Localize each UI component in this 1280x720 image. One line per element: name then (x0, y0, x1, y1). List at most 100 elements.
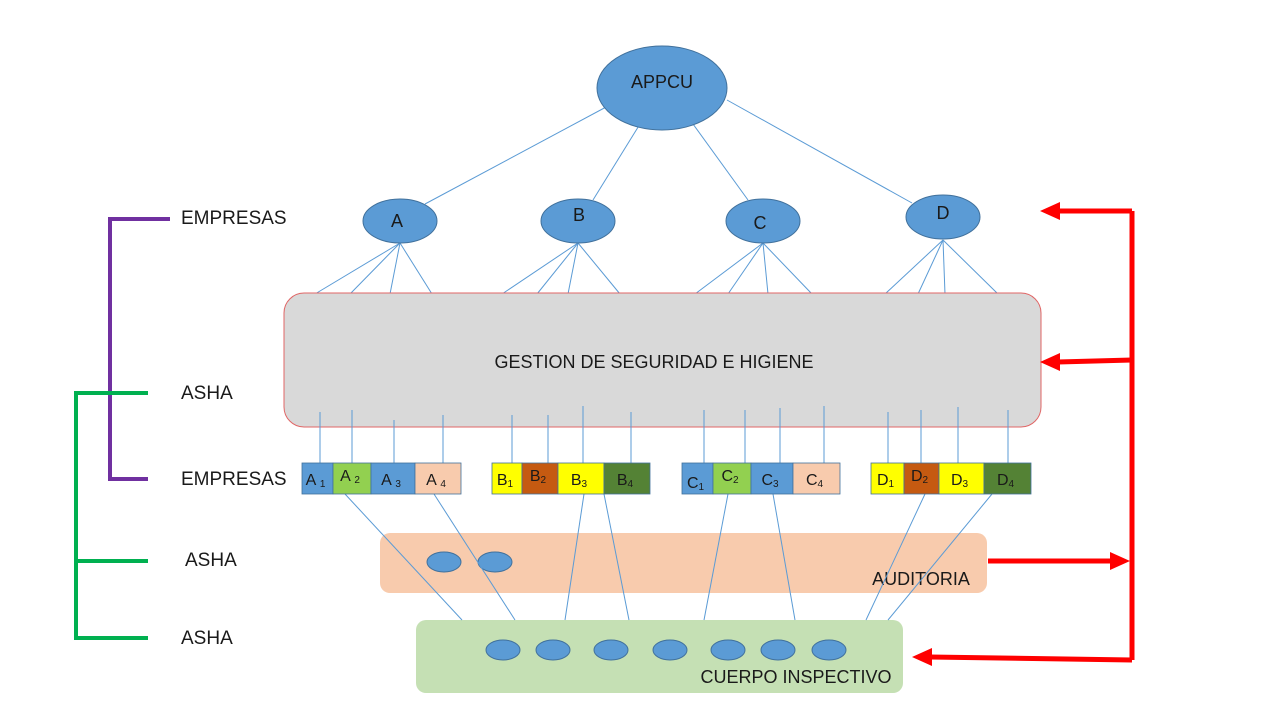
connector-line (762, 242, 769, 295)
cell-box (491, 462, 523, 495)
label-empresas-top: EMPRESAS (181, 208, 287, 229)
company-cell-a2: A 2 (332, 462, 372, 495)
connector-line (314, 242, 401, 295)
arrowhead (1040, 202, 1060, 220)
connector-line (726, 99, 913, 204)
cuerpo-label: CUERPO INSPECTIVO (700, 667, 891, 687)
cell-label: A 3 (381, 472, 401, 490)
connector-line (772, 493, 796, 621)
company-node-b (540, 198, 616, 244)
auditoria-band (380, 533, 987, 593)
company-cell-a3: A 3 (370, 462, 416, 495)
connector-line (424, 105, 609, 205)
cell-label: D3 (951, 472, 969, 490)
cell-box (792, 462, 841, 495)
company-label: B (573, 205, 585, 225)
inspector-node (593, 639, 629, 661)
auditor-node (477, 551, 513, 573)
gestion-box (283, 292, 1042, 428)
connector-line (567, 242, 579, 295)
arrowhead (912, 648, 932, 666)
appcu-node (596, 45, 728, 131)
connector-line (917, 239, 944, 295)
company-node-c (725, 198, 801, 244)
cell-label: A 1 (306, 472, 326, 490)
feedback-arrow-line (929, 654, 1133, 663)
cell-box (750, 462, 794, 495)
connector-line (703, 493, 729, 621)
connector-line (501, 242, 579, 295)
inspector-node (485, 639, 521, 661)
connector-line (592, 123, 641, 201)
company-cell-b1: B1 (491, 462, 523, 495)
connector-line (887, 493, 993, 621)
cell-box (870, 462, 905, 495)
connector-line (884, 239, 944, 295)
connector-line (865, 493, 926, 621)
company-cell-c4: C4 (792, 462, 841, 495)
cell-box (521, 462, 559, 495)
arrowhead (1040, 353, 1060, 371)
inspector-node (710, 639, 746, 661)
connector-line (433, 493, 516, 621)
connector-line (389, 242, 401, 295)
appcu-label: APPCU (631, 72, 693, 92)
auditor-node (426, 551, 462, 573)
company-label: D (937, 203, 950, 223)
cell-box (414, 462, 462, 495)
gestion-label: GESTION DE SEGURIDAD E HIGIENE (494, 352, 813, 372)
company-connectors (314, 239, 999, 295)
company-label: A (391, 211, 403, 231)
root-connectors (424, 99, 913, 205)
cell-box (712, 462, 752, 495)
connector-line (399, 242, 433, 295)
company-cell-b4: B4 (603, 462, 651, 495)
asha-bracket (74, 391, 148, 640)
company-cell-c1: C1 (681, 462, 714, 495)
inspector-node (760, 639, 796, 661)
connector-line (942, 239, 946, 295)
connector-line (694, 242, 764, 295)
company-label: C (754, 213, 767, 233)
arrowheads (912, 202, 1130, 666)
cell-label: B3 (571, 472, 588, 490)
cell-label: D1 (877, 472, 895, 490)
cell-label: B4 (617, 472, 634, 490)
connector-line (344, 493, 463, 621)
arrowhead (1110, 552, 1130, 570)
inspector-node (811, 639, 847, 661)
gestion-cell-connectors (319, 406, 1009, 463)
inspector-node (652, 639, 688, 661)
cell-label: C3 (761, 472, 779, 490)
inspector-node (535, 639, 571, 661)
cell-label: A 2 (340, 468, 360, 486)
connector-line (577, 242, 621, 295)
connector-line (349, 242, 401, 295)
company-cell-b3: B3 (557, 462, 605, 495)
cell-box (332, 462, 372, 495)
feedback-arrows (929, 208, 1135, 663)
cell-box (681, 462, 714, 495)
company-node-d (905, 194, 981, 240)
company-node-a (362, 198, 438, 244)
cell-label: B2 (530, 468, 547, 486)
company-cell-a1: A 1 (301, 462, 334, 495)
cell-box (938, 462, 985, 495)
cell-box (557, 462, 605, 495)
company-cell-d4: D4 (983, 462, 1032, 495)
cell-box (370, 462, 416, 495)
cell-label: C2 (721, 468, 739, 486)
cell-box (301, 462, 334, 495)
company-cell-a4: A 4 (414, 462, 462, 495)
cell-box (603, 462, 651, 495)
label-asha-3: ASHA (181, 628, 233, 649)
cell-label: C4 (806, 472, 824, 490)
connector-line (727, 242, 764, 295)
inspector-nodes (485, 639, 847, 661)
connector-line (692, 123, 749, 201)
company-cell-c2: C2 (712, 462, 752, 495)
cell-label: A 4 (426, 472, 446, 490)
feedback-arrow-line (1057, 357, 1133, 365)
cell-box (983, 462, 1032, 495)
